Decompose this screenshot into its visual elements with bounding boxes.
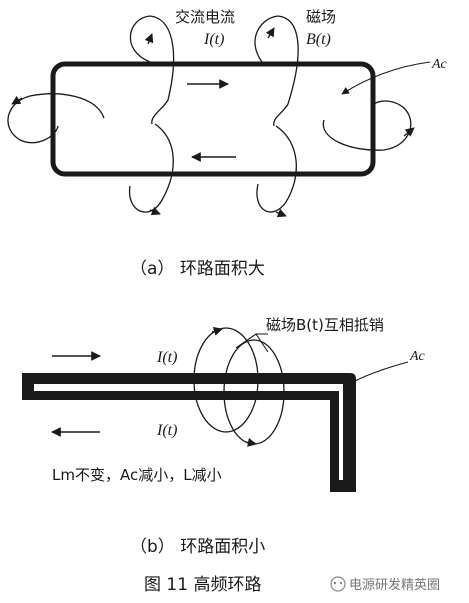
field-loop-lower-arrow <box>245 437 257 447</box>
wechat-icon-dot <box>333 581 337 585</box>
caption-a: （a） 环路面积大 <box>130 259 265 279</box>
field-loop-right <box>322 100 412 151</box>
cancel-pointer <box>235 333 269 353</box>
field-loop-bottom-left-arrow <box>149 206 161 216</box>
label-area-b: Ac <box>409 349 426 364</box>
label-field-cn: 磁场 <box>306 8 336 26</box>
label-area-a: Ac <box>431 57 448 72</box>
watermark: 电源研发精英圈 <box>330 576 440 593</box>
field-loop-top-left <box>129 15 175 125</box>
panel-a: 交流电流 I(t) 磁场 B(t) Ac （a） 环路面积大 <box>7 8 448 279</box>
area-pointer-b <box>345 361 409 387</box>
field-loop-bottom-left <box>128 123 174 213</box>
field-loop-bottom-right <box>256 125 297 213</box>
label-current-top-b: I(t) <box>156 349 177 366</box>
large-loop-conductor <box>50 61 376 177</box>
field-loop-upper <box>193 327 259 433</box>
label-field-cancel: 磁场B(t)互相抵销 <box>266 316 384 334</box>
label-current-bottom-b: I(t) <box>156 422 177 439</box>
field-loop-top-right <box>254 15 299 127</box>
label-inductance-note: Lm不变，Ac减小，L减小 <box>52 466 222 484</box>
wechat-icon-dot2 <box>339 581 343 585</box>
field-loop-bottom-right-arrow <box>275 208 287 218</box>
field-loop-left-arrow <box>11 95 23 105</box>
watermark-text: 电源研发精英圈 <box>349 577 440 593</box>
figure-title: 图 11 高频环路 <box>144 575 261 595</box>
field-loop-right-arrow <box>403 127 415 137</box>
wechat-icon <box>330 576 346 592</box>
field-loop-left <box>7 93 105 144</box>
field-loop-upper-arrow <box>211 326 223 336</box>
panel-b: 磁场B(t)互相抵销 I(t) I(t) Ac Lm不变，Ac减小，L减小 （b… <box>22 316 426 557</box>
label-ac-current-cn: 交流电流 <box>175 8 235 26</box>
caption-b: （b） 环路面积小 <box>130 537 265 557</box>
field-loop-top-right-arrow <box>265 27 275 39</box>
label-current-symbol: I(t) <box>203 31 224 48</box>
area-pointer-a <box>341 61 431 95</box>
label-field-symbol: B(t) <box>306 31 331 48</box>
field-loop-top-left-arrow <box>144 33 154 45</box>
